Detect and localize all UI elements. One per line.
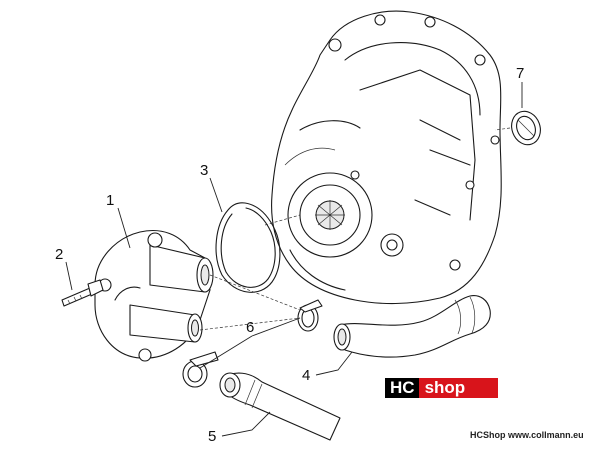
callout-2: 2 [55, 246, 63, 263]
assembly-lines [199, 127, 511, 331]
part-7-gasket-ring [511, 110, 541, 146]
part-3-o-ring [215, 202, 281, 293]
part-5-coolant-hose-straight [219, 372, 341, 441]
crankcase-cover [271, 10, 502, 305]
part-2-screw [61, 279, 104, 307]
callout-7: 7 [516, 65, 524, 82]
part-4-coolant-hose-bent [333, 295, 491, 358]
callout-5: 5 [208, 428, 216, 445]
callout-4: 4 [302, 367, 310, 384]
callout-3: 3 [200, 162, 208, 179]
part-6-hose-clamp-lower [182, 351, 219, 388]
logo-shop-text: shop [418, 378, 498, 398]
credit-text: HCShop www.collmann.eu [470, 430, 584, 440]
callout-6: 6 [246, 319, 254, 336]
callout-1: 1 [106, 192, 114, 209]
leader-lines [65, 82, 523, 437]
hcshop-logo: HC shop [385, 378, 498, 398]
part-6-hose-clamp-upper [297, 299, 323, 332]
logo-hc-text: HC [385, 378, 419, 398]
part-1-water-pump-cover [94, 230, 214, 362]
